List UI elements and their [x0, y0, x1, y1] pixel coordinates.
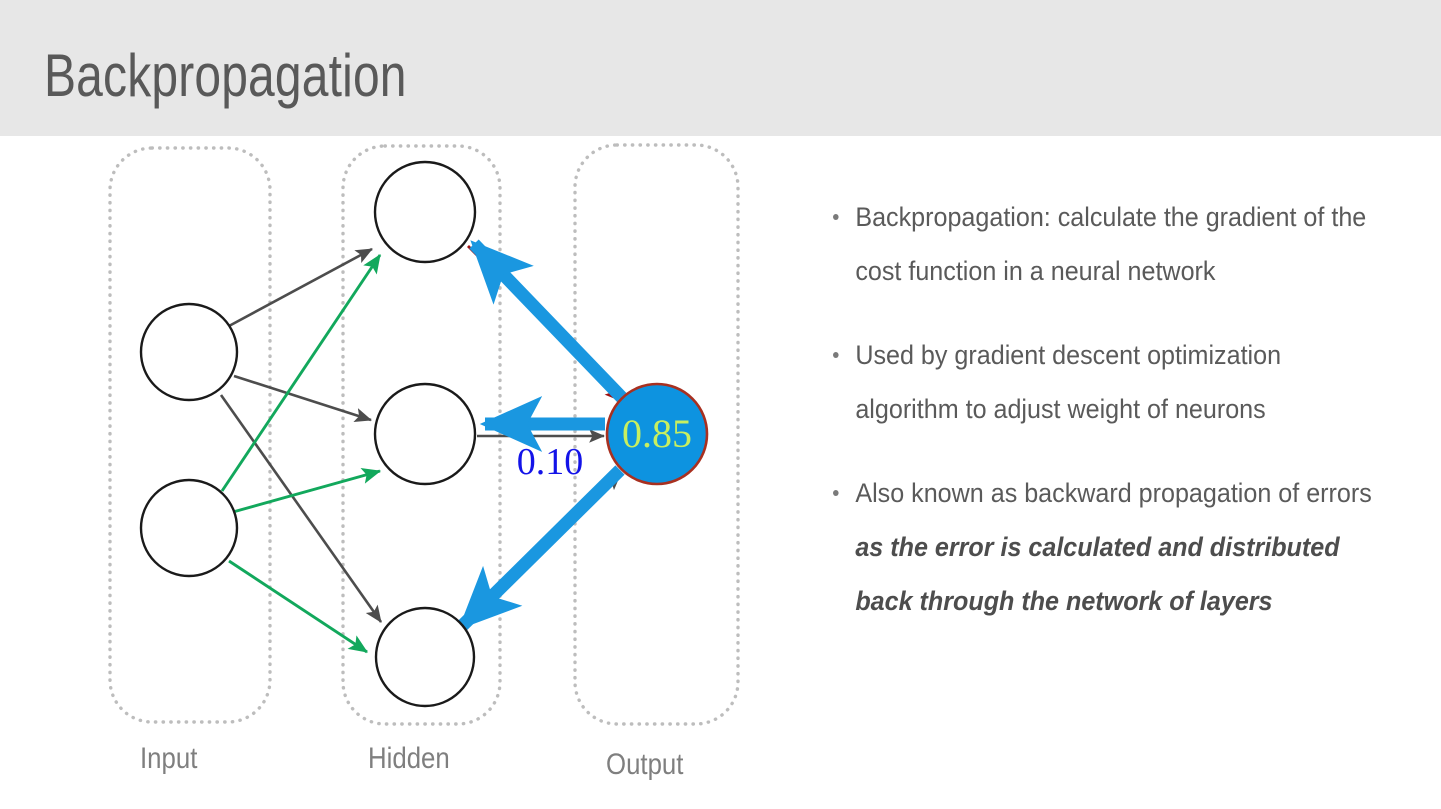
edge-input2-hidden3 [228, 559, 368, 654]
edge-input1-hidden3 [219, 394, 383, 623]
bullet-dot-icon [833, 352, 839, 358]
output-layer-container [573, 143, 740, 726]
title-band [0, 0, 1441, 136]
backprop-arrow-output-hidden3 [457, 465, 625, 631]
network-svg: 0.85 0.10 [108, 143, 740, 726]
edge-input2-hidden1 [220, 254, 382, 492]
network-nodes: 0.85 [139, 160, 709, 708]
backprop-arrows [457, 239, 633, 631]
node-output-1[interactable] [605, 382, 709, 486]
neural-network-diagram: 0.85 0.10 Input Hidden Output [0, 136, 790, 809]
page-title: Backpropagation [44, 42, 407, 109]
layer-label-hidden: Hidden [368, 742, 450, 775]
bullet-text-3: Also known as backward propagation of er… [855, 478, 1372, 508]
output-node-value: 0.85 [622, 411, 692, 456]
node-hidden-1[interactable] [373, 160, 477, 264]
bullet-dot-icon [833, 214, 839, 220]
bullet-item-1: Backpropagation: calculate the gradient … [820, 190, 1387, 298]
layer-label-input: Input [140, 742, 198, 775]
bullet-item-3: Also known as backward propagation of er… [820, 466, 1387, 628]
edge-input1-hidden2 [233, 374, 372, 423]
bullet-text-1: Backpropagation: calculate the gradient … [855, 202, 1367, 286]
backprop-arrow-output-hidden1 [469, 239, 633, 409]
edge-weight-label: 0.10 [517, 441, 584, 483]
bullet-list: Backpropagation: calculate the gradient … [820, 190, 1430, 658]
node-input-1[interactable] [139, 302, 239, 402]
forward-edges-green [220, 254, 382, 654]
node-hidden-3[interactable] [374, 606, 476, 708]
bullet-item-2: Used by gradient descent optimization al… [820, 328, 1387, 436]
bullet-dot-icon [833, 490, 839, 496]
node-hidden-2[interactable] [373, 382, 477, 486]
node-input-2[interactable] [139, 478, 239, 578]
layer-label-output: Output [606, 748, 684, 781]
edge-input1-hidden1 [228, 247, 373, 328]
edge-input2-hidden2 [232, 468, 382, 514]
bullet-text-2: Used by gradient descent optimization al… [855, 340, 1282, 424]
bullet-text-3-emphasis: as the error is calculated and distribut… [855, 532, 1340, 616]
input-layer-container [108, 146, 272, 724]
forward-edges-gray [219, 247, 383, 623]
